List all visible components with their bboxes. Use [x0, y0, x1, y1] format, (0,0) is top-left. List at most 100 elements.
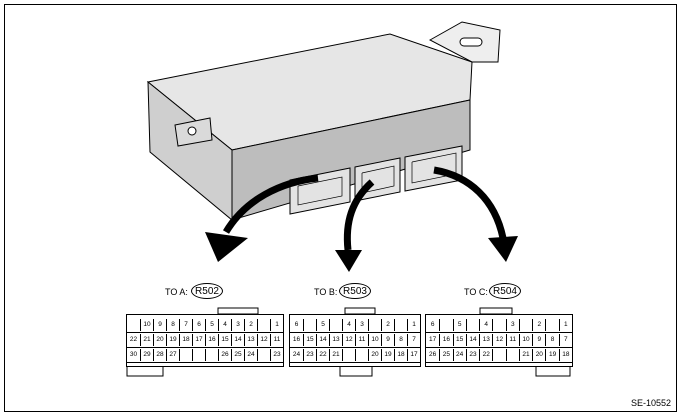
pin-a-21: 21 [140, 334, 153, 346]
pin-c-9: 9 [532, 334, 545, 346]
connector-a-code: R502 [191, 283, 223, 299]
pin-a-22: 22 [129, 336, 138, 343]
pin-a-8: 8 [166, 319, 179, 331]
pin-b-7: 7 [407, 334, 420, 346]
connector-b-prefix: TO B: [314, 287, 338, 297]
pin-a-2: 2 [244, 319, 257, 331]
pin-a-13: 13 [244, 334, 257, 346]
pin-c-22: 22 [479, 349, 492, 361]
pin-b-21: 21 [329, 349, 342, 361]
pin-a-7: 7 [179, 319, 192, 331]
bracket-slot [459, 37, 483, 47]
pin-blank [127, 319, 140, 331]
pin-c-18: 18 [558, 349, 572, 361]
pin-b-16: 16 [292, 336, 301, 343]
pin-a-20: 20 [153, 334, 166, 346]
arrow-to-b [343, 179, 375, 251]
pin-c-6: 6 [430, 321, 435, 328]
pin-c-7: 7 [558, 334, 572, 346]
pin-b-23: 23 [303, 349, 316, 361]
pin-a-24: 24 [244, 349, 257, 361]
pin-a-17: 17 [192, 334, 205, 346]
pin-blank [518, 319, 532, 331]
pin-a-27: 27 [166, 349, 179, 361]
key-a [126, 365, 164, 377]
pin-a-10: 10 [140, 319, 153, 331]
pin-row-divider [426, 332, 572, 333]
pin-a-12: 12 [257, 334, 270, 346]
pin-c-5: 5 [452, 319, 466, 331]
pin-blank [257, 349, 270, 361]
pin-row-divider [127, 332, 283, 333]
pin-blank [179, 349, 192, 361]
pin-blank [545, 319, 558, 331]
pin-a-18: 18 [179, 334, 192, 346]
pin-c-25: 25 [439, 349, 452, 361]
pin-c-4: 4 [479, 319, 492, 331]
pin-c-19: 19 [545, 349, 558, 361]
pin-a-5: 5 [205, 319, 218, 331]
pin-a-30: 30 [129, 351, 138, 358]
pin-c-12: 12 [492, 334, 505, 346]
pin-a-23: 23 [270, 349, 283, 361]
pin-c-24: 24 [452, 349, 466, 361]
pin-row-divider [290, 332, 420, 333]
pin-blank [355, 349, 368, 361]
pin-a-6: 6 [192, 319, 205, 331]
pin-c-17: 17 [429, 336, 437, 343]
pin-blank [492, 319, 505, 331]
pin-row-divider [426, 347, 572, 348]
pin-c-16: 16 [439, 334, 452, 346]
pin-b-10: 10 [368, 334, 381, 346]
pin-a-4: 4 [218, 319, 231, 331]
pin-a-19: 19 [166, 334, 179, 346]
arrow-to-c [433, 166, 507, 239]
pin-b-2: 2 [381, 319, 394, 331]
pin-b-17: 17 [407, 349, 420, 361]
pin-a-9: 9 [153, 319, 166, 331]
pin-a-25: 25 [231, 349, 244, 361]
pin-c-14: 14 [465, 334, 479, 346]
connector-a-prefix: TO A: [165, 287, 188, 297]
pin-c-13: 13 [479, 334, 492, 346]
pin-b-12: 12 [342, 334, 355, 346]
pin-c-1: 1 [558, 319, 572, 331]
pin-blank [465, 319, 479, 331]
connector-c-prefix: TO C: [464, 287, 488, 297]
figure-frame [4, 4, 677, 412]
arrow-to-a [222, 174, 319, 234]
pin-b-6: 6 [294, 321, 299, 328]
pin-blank [329, 319, 342, 331]
pin-b-8: 8 [394, 334, 407, 346]
arrow-to-a-head [205, 232, 248, 262]
pin-b-3: 3 [355, 319, 368, 331]
pin-a-29: 29 [140, 349, 153, 361]
pin-blank [192, 349, 205, 361]
arrow-to-c-head [488, 236, 518, 262]
pin-b-5: 5 [316, 319, 329, 331]
pin-b-9: 9 [381, 334, 394, 346]
pin-blank [368, 319, 381, 331]
pin-b-24: 24 [292, 351, 301, 358]
pin-a-28: 28 [153, 349, 166, 361]
pin-blank [303, 319, 316, 331]
pin-c-23: 23 [465, 349, 479, 361]
pin-c-3: 3 [505, 319, 519, 331]
pin-b-22: 22 [316, 349, 329, 361]
pin-a-26: 26 [218, 349, 231, 361]
pin-c-11: 11 [505, 334, 519, 346]
connector-b-code: R503 [339, 283, 371, 299]
pin-c-2: 2 [532, 319, 545, 331]
pin-blank [505, 349, 519, 361]
side-tab-hole [187, 126, 197, 136]
pin-a-1: 1 [270, 319, 283, 331]
pin-a-16: 16 [205, 334, 218, 346]
pin-blank [439, 319, 452, 331]
pin-c-20: 20 [532, 349, 545, 361]
pin-c-10: 10 [518, 334, 532, 346]
pin-row-divider [127, 347, 283, 348]
